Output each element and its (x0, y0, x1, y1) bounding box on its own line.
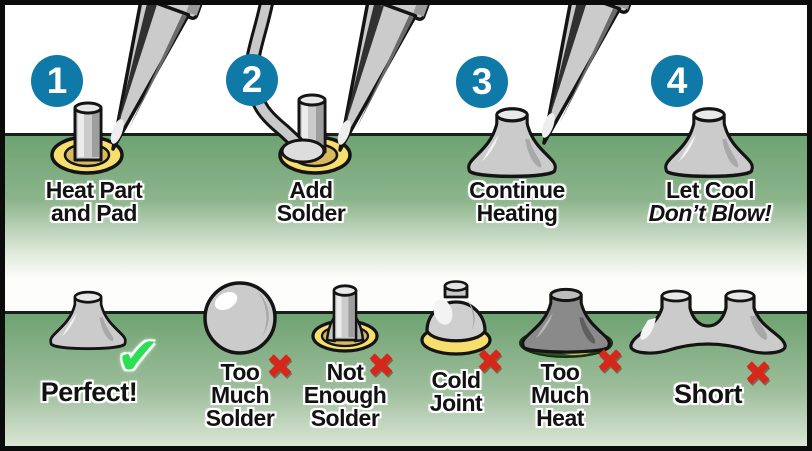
result-perfect-label: Perfect! (41, 379, 138, 406)
short-joint-art (629, 289, 787, 355)
result-cold-joint-label: Cold Joint (429, 367, 483, 416)
x-icon: ✖ (743, 355, 773, 393)
nes-line2: Enough (303, 382, 387, 408)
step-badge-1: 1 (31, 55, 83, 107)
step1-label: Heat Part and Pad (45, 177, 143, 226)
step-badge-4: 4 (651, 55, 703, 107)
soldering-iron-icon (80, 0, 241, 163)
tms-line2: Much (210, 382, 270, 408)
x-icon: ✖ (595, 343, 625, 381)
checkmark-icon: ✔ (116, 328, 160, 386)
step1-label-line1: Heat Part (45, 177, 143, 203)
step2-label-line2: Solder (276, 200, 346, 226)
cj-line1: Cold (431, 367, 481, 393)
not-enough-solder-art (311, 284, 379, 353)
too-much-heat-art (519, 287, 613, 358)
short-line1: Short (674, 379, 743, 409)
result-too-much-heat-label: Too Much Heat (530, 359, 590, 431)
soldering-iron-icon (511, 0, 672, 157)
result-short-label: Short (674, 379, 743, 409)
step1-label-line2: and Pad (51, 200, 137, 226)
step4-label-italic-line: Don’t Blow! (648, 200, 772, 226)
step4-art (663, 106, 755, 179)
step2-label: Add Solder (277, 179, 346, 225)
result-perfect-line1: Perfect! (40, 377, 138, 407)
x-icon: ✖ (475, 343, 505, 381)
cold-joint-art (420, 280, 492, 356)
step3-label-line1: Continue (469, 177, 565, 203)
x-icon: ✖ (366, 347, 396, 385)
step2-label-line1: Add (289, 177, 333, 203)
perfect-joint-art (49, 290, 127, 351)
cj-line2: Joint (429, 390, 483, 416)
too-much-solder-art (203, 281, 277, 355)
step3-label: Continue Heating (469, 179, 565, 225)
solder-joint-icon (663, 106, 755, 179)
tms-line1: Too (220, 359, 260, 385)
tms-line3: Solder (205, 405, 275, 431)
step-badge-3: 3 (456, 56, 508, 108)
tmh-line1: Too (540, 359, 580, 385)
step4-label-line1: Let Cool (665, 177, 754, 203)
nes-line3: Solder (310, 405, 380, 431)
tmh-line2: Much (530, 382, 590, 408)
result-too-much-solder-label: Too Much Solder (206, 361, 275, 430)
soldering-iron-icon (307, 0, 468, 164)
x-icon: ✖ (265, 348, 295, 386)
result-not-enough-solder-label: Not Enough Solder (304, 361, 387, 430)
step3-label-line2: Heating (476, 200, 558, 226)
nes-line1: Not (326, 359, 364, 385)
step4-label: Let Cool Don’t Blow! (649, 179, 772, 225)
tmh-line3: Heat (536, 405, 584, 431)
step-badge-2: 2 (226, 54, 278, 106)
step2-art (244, 0, 468, 175)
